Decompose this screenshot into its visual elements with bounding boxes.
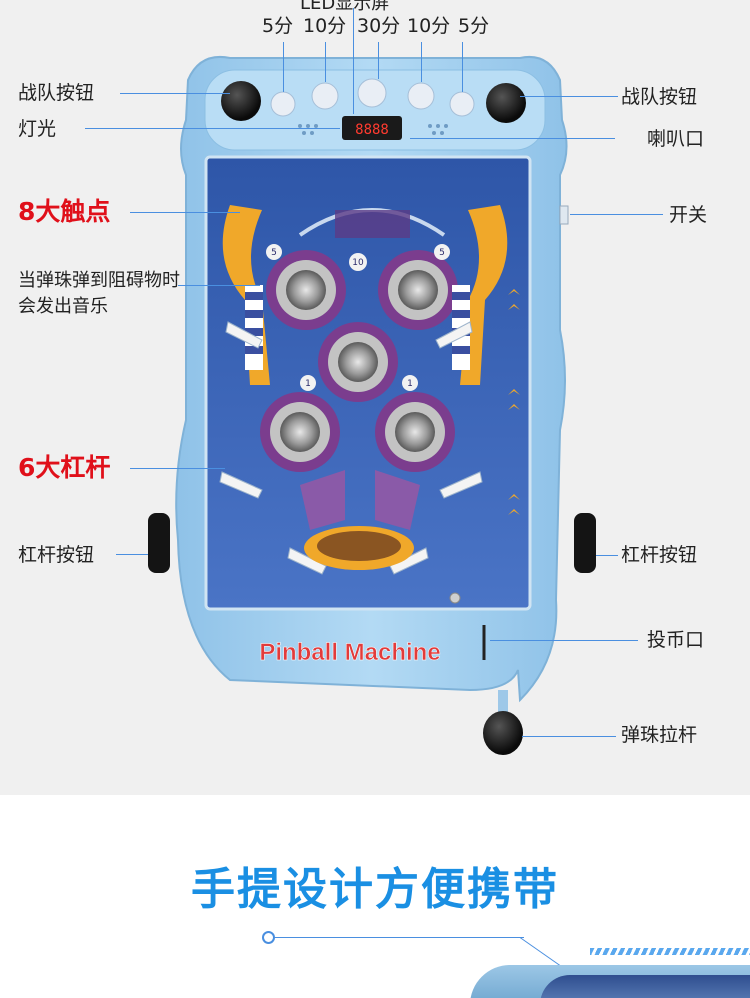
lever-button-left	[148, 513, 170, 573]
score-leader-1	[283, 42, 284, 92]
lever-1	[225, 321, 263, 349]
leader-light	[85, 128, 340, 129]
callout-lever-button-left: 杠杆按钮	[18, 544, 95, 566]
lower-pad-left	[300, 470, 345, 530]
callout-lever-button-right: 杠杆按钮	[621, 544, 698, 566]
callout-speaker: 喇叭口	[647, 128, 705, 150]
leader-lever-left	[116, 554, 148, 555]
lane-arrows	[508, 289, 520, 515]
callout-plunger: 弹珠拉杆	[621, 724, 698, 746]
speaker-grill-right	[428, 124, 448, 135]
bumpers	[260, 250, 458, 472]
power-switch	[559, 205, 569, 225]
leader-team-right	[520, 96, 618, 97]
leader-speaker	[410, 138, 615, 139]
score-label-30: 30分	[357, 15, 401, 37]
bumper-top-right	[378, 250, 458, 330]
score-leader-5	[462, 42, 463, 92]
slogan-panel	[0, 795, 750, 998]
levers	[219, 321, 483, 575]
score-label-5-right: 5分	[458, 15, 490, 37]
next-product-preview-inner	[540, 975, 750, 998]
score-button-30	[357, 78, 387, 108]
score-button-10-right	[407, 82, 435, 110]
leader-team-left	[120, 93, 230, 94]
led-display-label: LED显示屏	[300, 0, 390, 14]
leader-lever-right	[596, 555, 618, 556]
score-leader-4	[421, 42, 422, 82]
marker-1-right: 1	[407, 379, 413, 389]
leader-plunger	[522, 736, 616, 737]
callout-coin-slot: 投币口	[647, 629, 705, 651]
lower-pad-right	[375, 470, 420, 530]
score-button-5-left	[270, 91, 296, 117]
callout-light: 灯光	[18, 118, 57, 140]
led-display	[342, 116, 402, 140]
score-label-10-right: 10分	[407, 15, 451, 37]
team-button-right	[486, 83, 526, 123]
team-button-left	[221, 81, 261, 121]
bumper-number-markers: 5 10 5 1 1	[266, 244, 450, 391]
callout-team-button-right: 战队按钮	[621, 86, 698, 108]
score-leader-3	[378, 42, 379, 79]
marker-10: 10	[352, 258, 364, 268]
bumper-bottom-right	[375, 392, 455, 472]
bumper-center	[318, 322, 398, 402]
striped-posts	[245, 285, 470, 370]
top-gate	[335, 210, 410, 238]
leader-music	[178, 285, 260, 286]
marker-1-left: 1	[305, 379, 311, 389]
callout-music: 当弹珠弹到阻碍物时会发出音乐	[18, 270, 180, 317]
leader-contacts	[130, 212, 240, 213]
speaker-grill-left	[298, 124, 318, 135]
callout-six-levers: 6大杠杆	[18, 453, 111, 482]
decor-stripes	[590, 948, 750, 955]
lever-button-right	[574, 513, 596, 573]
decor-line	[268, 937, 524, 938]
plunger-knob	[483, 711, 523, 755]
callout-team-button-left: 战队按钮	[18, 82, 95, 104]
score-label-10-left: 10分	[303, 15, 347, 37]
callout-power-switch: 开关	[669, 204, 708, 226]
score-leader-2	[325, 42, 326, 82]
score-button-5-right	[449, 91, 475, 117]
plunger-rod	[498, 690, 508, 714]
lever-3	[219, 471, 263, 499]
led-digits: 8888	[355, 122, 389, 138]
slogan-heading: 手提设计方便携带	[191, 864, 559, 915]
machine-logo: Pinball Machine	[259, 639, 440, 666]
pinball-ball	[449, 592, 461, 604]
lever-4	[439, 471, 483, 499]
marker-5-left: 5	[271, 248, 277, 258]
callout-eight-contacts: 8大触点	[18, 197, 111, 226]
leader-switch	[570, 214, 663, 215]
leader-levers	[130, 468, 225, 469]
bumper-top-left	[266, 250, 346, 330]
lever-2	[435, 321, 473, 349]
leader-coin	[490, 640, 638, 641]
score-button-10-left	[311, 82, 339, 110]
top-panel	[204, 69, 546, 151]
right-ramp	[460, 205, 508, 385]
led-leader	[353, 8, 354, 114]
decor-circle	[262, 931, 275, 944]
pinball-machine-illustration: 8888 5 10 5 1 1	[148, 56, 596, 755]
marker-5-right: 5	[439, 248, 445, 258]
score-label-5-left: 5分	[262, 15, 294, 37]
bumper-bottom-left	[260, 392, 340, 472]
